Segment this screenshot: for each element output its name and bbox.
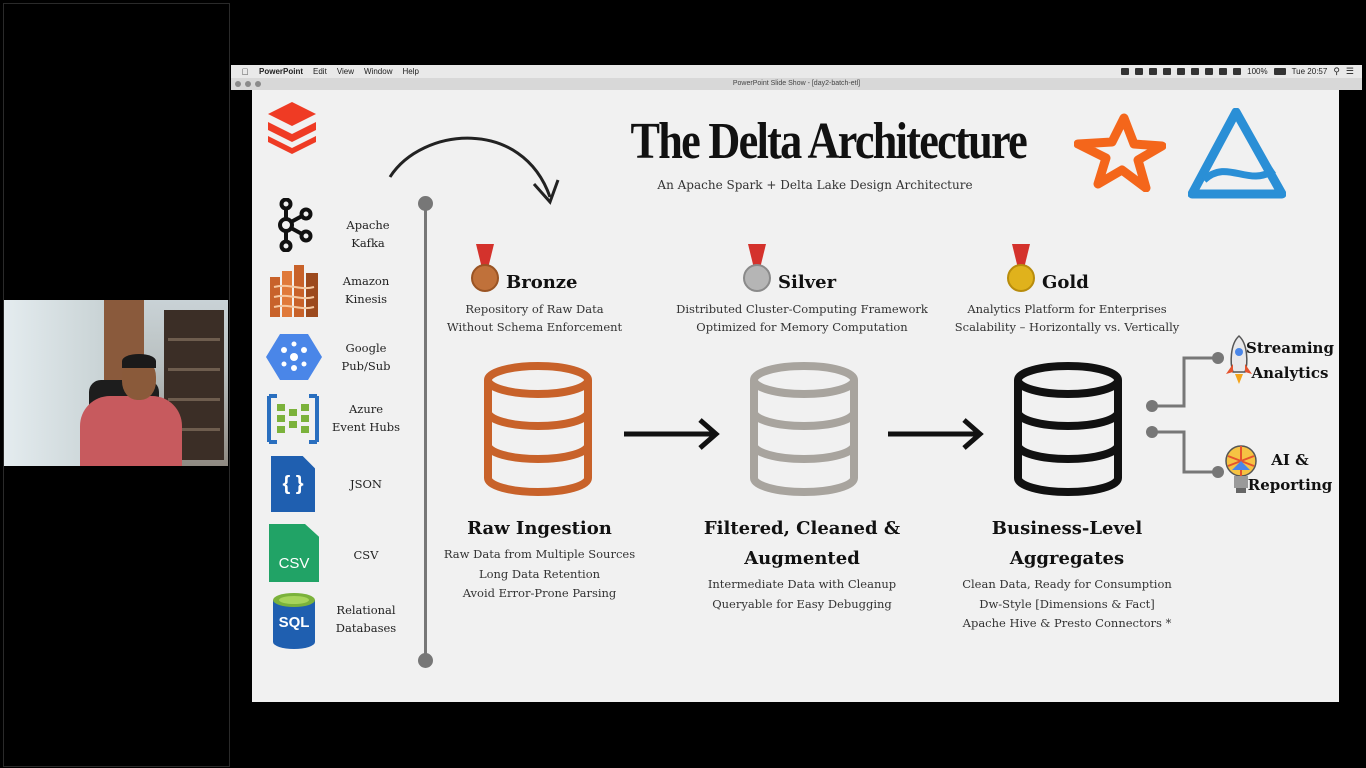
delta-lake-logo-icon: [1188, 108, 1286, 199]
medal-icon-gold: [1006, 244, 1036, 298]
curved-arrow-icon: [388, 136, 560, 205]
tier-title-gold: Gold: [1042, 272, 1089, 293]
mac-menu-bar:  PowerPoint Edit View Window Help 100% …: [231, 65, 1362, 78]
line-endpoint: [418, 653, 433, 668]
json-file-icon: { }: [271, 456, 315, 512]
apple-menu-icon[interactable]: : [237, 67, 253, 77]
database-icon-bronze: [484, 362, 592, 496]
stage-title-filtered: Filtered, Cleaned &Augmented: [703, 518, 901, 569]
databricks-logo-icon: [268, 102, 316, 154]
kafka-icon: [278, 198, 313, 252]
medal-icon-silver: [742, 244, 772, 298]
stage-title-raw: Raw Ingestion: [467, 518, 612, 539]
output-label-streaming: Streaming Analytics: [1246, 339, 1334, 382]
pubsub-icon: [266, 334, 322, 380]
lightbulb-icon: [1225, 445, 1257, 493]
rocket-icon: [1226, 334, 1252, 384]
spotlight-icon[interactable]: ⚲: [1333, 66, 1340, 76]
airplay-icon[interactable]: [1205, 68, 1214, 75]
menu-list-icon[interactable]: ☰: [1345, 66, 1354, 76]
status-icon[interactable]: [1135, 68, 1144, 75]
output-connector-lines: [1146, 352, 1224, 478]
tier-title-silver: Silver: [778, 272, 837, 293]
source-label-json: JSON: [350, 477, 382, 491]
source-line: [424, 203, 427, 661]
flow-arrow-icon: [888, 418, 984, 450]
wifi-icon[interactable]: [1219, 68, 1228, 75]
source-label-kafka: Apache Kafka: [346, 218, 390, 250]
menu-help[interactable]: Help: [402, 67, 419, 76]
event-hubs-icon: [267, 394, 319, 444]
source-label-event-hubs: Azure Event Hubs: [331, 402, 401, 434]
apache-spark-logo-icon: [1074, 113, 1166, 192]
zoom-window-button[interactable]: [255, 81, 261, 87]
medal-icon-bronze: [470, 244, 500, 298]
menu-view[interactable]: View: [336, 67, 355, 76]
status-area: 100% Tue 20:57 ⚲ ☰: [1121, 66, 1362, 77]
database-icon-silver: [750, 362, 858, 496]
kinesis-icon: [270, 265, 318, 317]
status-icon[interactable]: [1149, 68, 1158, 75]
source-label-relational: Relational Databases: [335, 603, 397, 635]
slide-subtitle: An Apache Spark + Delta Lake Design Arch…: [657, 178, 973, 192]
database-icon-gold: [1014, 362, 1122, 496]
sql-icon-text: SQL: [278, 614, 310, 631]
status-icon[interactable]: [1191, 68, 1200, 75]
source-label-kinesis: Amazon Kinesis: [342, 274, 390, 306]
slide-canvas: The Delta Architecture An Apache Spark +…: [252, 90, 1339, 702]
json-icon-text: { }: [282, 472, 304, 495]
menu-edit[interactable]: Edit: [313, 67, 327, 76]
line-endpoint: [418, 196, 433, 211]
menu-window[interactable]: Window: [364, 67, 393, 76]
tier-title-bronze: Bronze: [506, 272, 578, 293]
sql-database-icon: [273, 593, 315, 649]
flow-arrow-icon: [624, 418, 720, 450]
webcam-video: [4, 300, 228, 466]
source-label-csv: CSV: [353, 548, 379, 562]
status-icon[interactable]: [1121, 68, 1130, 75]
source-label-pubsub: Google Pub/Sub: [341, 341, 391, 373]
battery-percent[interactable]: 100%: [1247, 67, 1268, 76]
output-label-ai-reporting: AI & Reporting: [1247, 451, 1333, 494]
status-icon[interactable]: [1163, 68, 1172, 75]
battery-icon[interactable]: [1273, 68, 1286, 75]
window-title-bar: PowerPoint Slide Show - [day2-batch-etl]: [231, 78, 1362, 90]
volume-icon[interactable]: [1233, 68, 1242, 75]
csv-icon-text: CSV: [278, 555, 310, 572]
clock[interactable]: Tue 20:57: [1291, 67, 1328, 76]
minimize-window-button[interactable]: [245, 81, 251, 87]
csv-file-icon: CSV: [269, 524, 319, 582]
status-icon[interactable]: [1177, 68, 1186, 75]
window-title: PowerPoint Slide Show - [day2-batch-etl]: [732, 80, 861, 87]
close-window-button[interactable]: [235, 81, 241, 87]
slide-title: The Delta Architecture: [630, 113, 1028, 170]
window-controls: [235, 81, 261, 87]
menu-app-name[interactable]: PowerPoint: [259, 67, 304, 76]
